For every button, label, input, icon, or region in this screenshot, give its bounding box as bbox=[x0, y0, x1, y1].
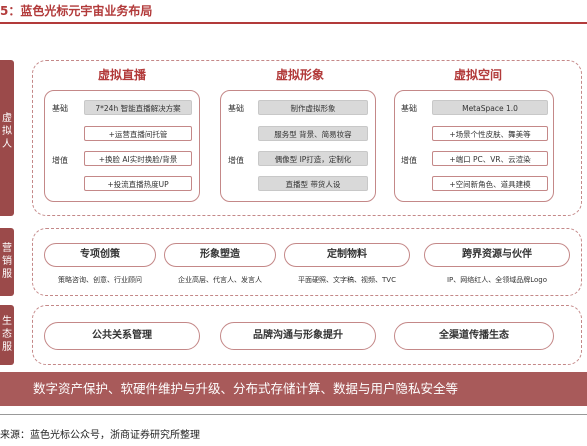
infrastructure-bar: 数字资产保护、软硬件维护与升级、分布式存储计算、数据与用户隐私安全等 bbox=[0, 372, 587, 406]
added-item: +场景个性皮肤、舞美等 bbox=[432, 126, 548, 141]
added-item: +运营直播间托管 bbox=[84, 126, 192, 141]
marketing-panel bbox=[32, 228, 582, 296]
side-tab-virtual-human: 虚 拟 人 bbox=[0, 60, 14, 216]
side-tab-ecosystem: 生 态 服 bbox=[0, 305, 14, 365]
base-item: 制作虚拟形象 bbox=[258, 100, 368, 115]
added-item: +换脸 AI实时换脸/背景 bbox=[84, 151, 192, 166]
marketing-sub: 策略咨询、创意、行业顾问 bbox=[58, 276, 142, 284]
marketing-item: 跨界资源与伙伴 bbox=[424, 243, 570, 267]
marketing-sub: 企业高层、代言人、发言人 bbox=[178, 276, 262, 284]
added-item: 直播型 带货人设 bbox=[258, 176, 368, 191]
source-note: 来源：蓝色光标公众号，浙商证券研究所整理 bbox=[0, 430, 200, 441]
added-item: 服务型 背景、简易妆容 bbox=[258, 126, 368, 141]
base-label: 基础 bbox=[228, 104, 244, 113]
side-tab-marketing: 营 销 服 bbox=[0, 228, 14, 296]
ecosystem-item: 公共关系管理 bbox=[44, 322, 200, 350]
side-tab-char: 生 bbox=[2, 316, 12, 327]
added-item: +空间新角色、道具建模 bbox=[432, 176, 548, 191]
ecosystem-item: 全渠道传播生态 bbox=[394, 322, 554, 350]
marketing-sub: 平面硬照、文字稿、视频、TVC bbox=[298, 276, 396, 284]
marketing-item: 专项创策 bbox=[44, 243, 156, 267]
ecosystem-panel bbox=[32, 305, 582, 365]
added-label: 增值 bbox=[228, 156, 244, 165]
added-item: 偶像型 IP打造，定制化 bbox=[258, 151, 368, 166]
virtual-human-panel bbox=[32, 60, 582, 216]
figure-title: 5：蓝色光标元宇宙业务布局 bbox=[0, 4, 153, 18]
side-tab-char: 销 bbox=[2, 256, 12, 267]
added-label: 增值 bbox=[52, 156, 68, 165]
side-tab-char: 服 bbox=[2, 269, 12, 280]
column-title-space: 虚拟空间 bbox=[453, 68, 502, 82]
column-title-avatar: 虚拟形象 bbox=[275, 68, 324, 82]
marketing-item: 定制物料 bbox=[284, 243, 410, 267]
title-rule bbox=[0, 22, 587, 24]
marketing-item: 形象塑造 bbox=[164, 243, 276, 267]
base-item: 7*24h 智能直播解决方案 bbox=[84, 100, 192, 115]
base-label: 基础 bbox=[401, 104, 417, 113]
side-tab-char: 态 bbox=[2, 329, 12, 340]
base-item: MetaSpace 1.0 bbox=[432, 100, 548, 115]
base-label: 基础 bbox=[52, 104, 68, 113]
side-tab-char: 服 bbox=[2, 342, 12, 353]
side-tab-char: 虚 bbox=[2, 113, 12, 124]
side-tab-char: 人 bbox=[2, 139, 12, 150]
added-item: +端口 PC、VR、云渲染 bbox=[432, 151, 548, 166]
ecosystem-item: 品牌沟通与形象提升 bbox=[220, 322, 376, 350]
bottom-rule bbox=[0, 414, 587, 415]
added-item: +投流直播热度UP bbox=[84, 176, 192, 191]
added-label: 增值 bbox=[401, 156, 417, 165]
side-tab-char: 营 bbox=[2, 243, 12, 254]
marketing-sub: IP、网络红人、全领域品牌Logo bbox=[446, 276, 548, 284]
column-title-live: 虚拟直播 bbox=[97, 68, 146, 82]
side-tab-char: 拟 bbox=[2, 126, 12, 137]
